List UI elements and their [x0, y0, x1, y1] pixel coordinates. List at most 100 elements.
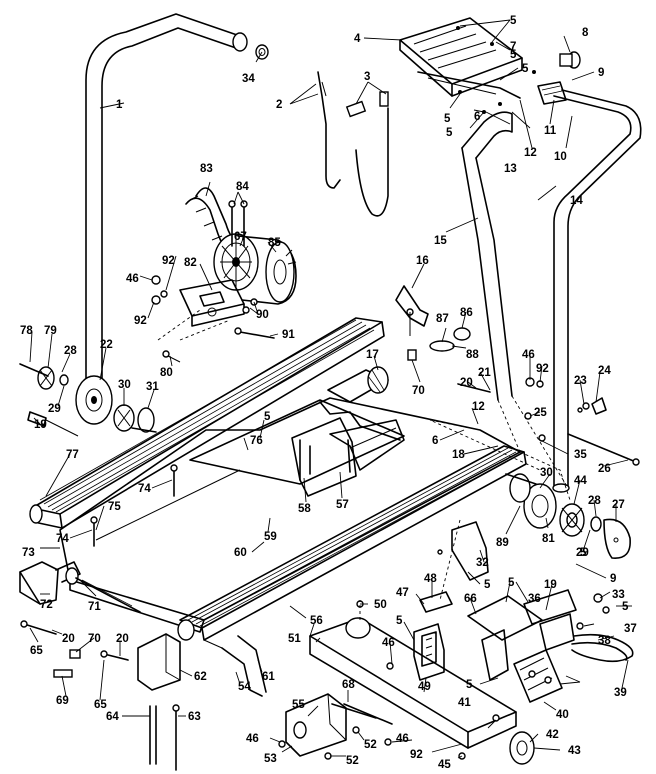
callout: 82: [184, 257, 197, 269]
callout: 5: [522, 63, 529, 75]
callout: 92: [410, 749, 423, 761]
callout: 5: [446, 127, 453, 139]
callout: 19: [544, 579, 557, 591]
callout: 69: [56, 695, 69, 707]
callout: 20: [116, 633, 129, 645]
callout: 58: [298, 503, 311, 515]
callout-labels: 1 2 3 4 5 5 5 5 5 6 7 8 9 10 11 12 13 14…: [20, 15, 637, 771]
callout: 92: [134, 315, 147, 327]
callout: 90: [256, 309, 269, 321]
callout: 79: [44, 325, 57, 337]
callout: 5: [264, 411, 271, 423]
callout: 39: [614, 687, 627, 699]
callout: 41: [458, 697, 471, 709]
callout: 24: [598, 365, 611, 377]
cord-parts: [317, 71, 389, 217]
callout: 62: [194, 671, 207, 683]
callout: 34: [242, 73, 255, 85]
console-bracket: [399, 17, 536, 114]
callout: 46: [246, 733, 259, 745]
plate-66: [467, 595, 543, 681]
callout: 60: [234, 547, 247, 559]
callout: 66: [464, 593, 477, 605]
left-wheel-parts-28-31: [19, 363, 157, 433]
callout: 46: [396, 733, 409, 745]
callout: 31: [146, 381, 159, 393]
callout: 17: [366, 349, 379, 361]
callout: 84: [236, 181, 249, 193]
callout: 13: [504, 163, 517, 175]
callout: 5: [444, 113, 451, 125]
callout: 1: [116, 99, 123, 111]
callout: 91: [282, 329, 295, 341]
callout: 72: [40, 599, 53, 611]
callout: 30: [118, 379, 131, 391]
controller-40: [513, 649, 563, 703]
callout: 61: [262, 671, 275, 683]
callout: 76: [250, 435, 263, 447]
callout: 10: [554, 151, 567, 163]
callout: 16: [416, 255, 429, 267]
callout: 5: [484, 579, 491, 591]
callout: 52: [364, 739, 377, 751]
callout: 45: [438, 759, 451, 771]
callout: 56: [310, 615, 323, 627]
callout: 3: [364, 71, 370, 83]
callout: 68: [342, 679, 355, 691]
callout: 46: [382, 637, 395, 649]
callout: 29: [48, 403, 61, 415]
callout: 64: [106, 711, 119, 723]
bolts-84: [228, 200, 248, 247]
callout: 49: [418, 681, 431, 693]
callout: 37: [624, 623, 637, 635]
transformer-49: [413, 623, 445, 681]
callout: 92: [162, 255, 175, 267]
incline-wheel-42: [509, 731, 535, 765]
callout: 35: [574, 449, 587, 461]
callout: 80: [160, 367, 173, 379]
callout: 46: [522, 349, 535, 361]
callout: 65: [94, 699, 107, 711]
callout: 5: [510, 15, 517, 27]
incline-motor-55: [285, 693, 393, 757]
callout: 48: [424, 573, 437, 585]
callout: 70: [88, 633, 101, 645]
callout: 88: [466, 349, 479, 361]
callout: 40: [556, 709, 569, 721]
callout: 67: [234, 231, 247, 243]
rear-foot-62: [137, 633, 181, 691]
clip-19: [27, 411, 79, 437]
callout: 5: [510, 49, 517, 61]
callout: 20: [62, 633, 75, 645]
callout: 12: [472, 401, 485, 413]
callout: 7: [510, 41, 516, 53]
callout: 21: [478, 367, 491, 379]
shaft-26: [567, 433, 640, 466]
callout: 74: [138, 483, 151, 495]
knob-8: [559, 51, 581, 69]
callout: 44: [574, 475, 587, 487]
power-cord-39: [571, 633, 634, 663]
callout: 28: [588, 495, 601, 507]
right-handrail-14: [552, 89, 642, 493]
callout: 27: [612, 499, 625, 511]
callout: 14: [570, 195, 583, 207]
callout: 5: [622, 601, 629, 613]
left-upright-tube: [85, 13, 248, 383]
callout: 22: [100, 339, 113, 351]
rear-foot-72: [19, 561, 141, 613]
front-roller-17: [327, 366, 389, 403]
callout: 92: [536, 363, 549, 375]
callout: 5: [508, 577, 515, 589]
right-front-foot-28-44: [559, 503, 631, 559]
incline-frame-51: [309, 617, 517, 749]
plate-48: [419, 591, 453, 613]
callout: 75: [108, 501, 121, 513]
callout: 28: [64, 345, 77, 357]
bracket-32: [451, 521, 489, 581]
callout: 47: [396, 587, 409, 599]
left-side-rail-77: [29, 317, 385, 529]
callout: 19: [34, 419, 47, 431]
callout: 25: [534, 407, 547, 419]
